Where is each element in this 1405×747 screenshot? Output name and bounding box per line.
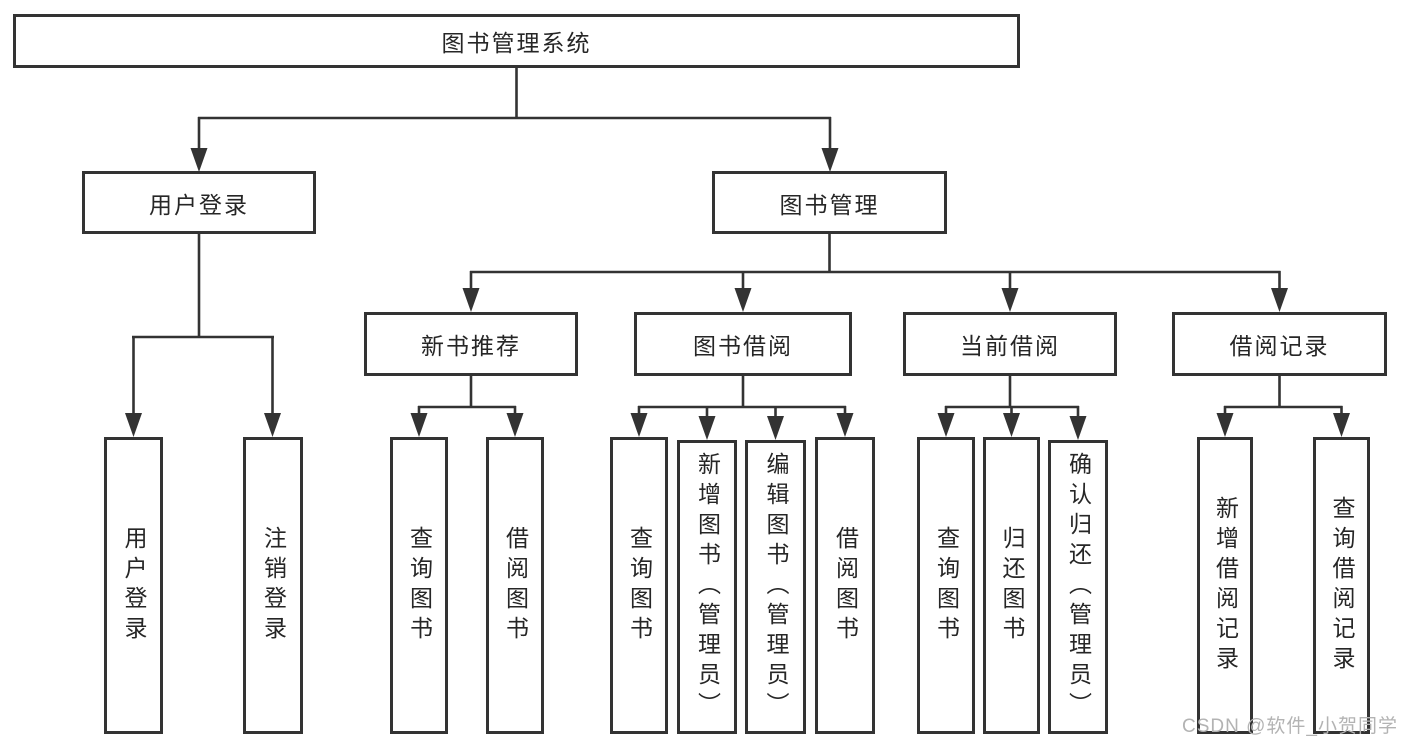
node-user-login: 用户登录	[82, 171, 316, 234]
node-leaf-add-books-admin: 新增图书（管理员）	[677, 440, 737, 734]
arrow-down-icon	[836, 413, 854, 437]
node-label: 新增图书（管理员）	[694, 452, 721, 722]
arrow-down-icon	[698, 416, 716, 440]
node-leaf-user-login: 用户登录	[104, 437, 163, 734]
node-book-borrow: 图书借阅	[634, 312, 852, 376]
arrow-down-icon	[1001, 288, 1019, 312]
node-leaf-borrow-books-1: 借阅图书	[486, 437, 544, 734]
node-label: 借阅图书	[502, 525, 529, 646]
node-leaf-query-books-3: 查询图书	[917, 437, 975, 734]
node-book-management: 图书管理	[712, 171, 947, 234]
node-leaf-edit-books-admin: 编辑图书（管理员）	[745, 440, 806, 734]
node-leaf-query-borrow-record: 查询借阅记录	[1313, 437, 1370, 734]
node-root: 图书管理系统	[13, 14, 1020, 68]
node-leaf-borrow-books-2: 借阅图书	[815, 437, 875, 734]
arrow-down-icon	[264, 413, 281, 437]
node-label: 注销登录	[260, 525, 287, 646]
arrow-down-icon	[1333, 413, 1350, 437]
node-label: 查询图书	[406, 525, 433, 646]
node-label: 用户登录	[121, 525, 147, 646]
node-current-borrow: 当前借阅	[903, 312, 1117, 376]
node-label: 归还图书	[999, 525, 1025, 646]
watermark: CSDN @软件_小贺同学	[1182, 716, 1398, 737]
node-leaf-logout: 注销登录	[243, 437, 303, 734]
edges-user-login	[125, 233, 281, 437]
arrow-down-icon	[630, 413, 648, 437]
node-label: 图书管理系统	[441, 30, 592, 56]
node-label: 新书推荐	[421, 333, 521, 359]
arrow-down-icon	[125, 413, 142, 437]
node-borrow-records: 借阅记录	[1172, 312, 1387, 376]
arrow-down-icon	[462, 288, 480, 312]
node-label: 确认归还（管理员）	[1065, 452, 1092, 722]
edges-root	[190, 68, 839, 172]
arrow-down-icon	[937, 413, 955, 437]
edges-new-book-recommend	[410, 375, 524, 437]
node-label: 图书借阅	[693, 333, 793, 359]
node-new-book-recommend: 新书推荐	[364, 312, 578, 376]
node-leaf-add-borrow-record: 新增借阅记录	[1197, 437, 1253, 734]
node-leaf-query-books-2: 查询图书	[610, 437, 668, 734]
edges-current-borrow	[937, 375, 1087, 440]
arrow-down-icon	[190, 148, 208, 172]
node-label: 查询图书	[933, 525, 960, 646]
arrow-down-icon	[410, 413, 428, 437]
arrow-down-icon	[1216, 413, 1234, 437]
node-label: 借阅记录	[1229, 333, 1330, 359]
arrow-down-icon	[1069, 416, 1087, 440]
arrow-down-icon	[734, 288, 752, 312]
node-leaf-return-books: 归还图书	[983, 437, 1040, 734]
edges-borrow-records	[1216, 375, 1350, 437]
node-label: 查询借阅记录	[1329, 495, 1355, 676]
arrow-down-icon	[1271, 288, 1288, 312]
node-label: 图书管理	[779, 191, 880, 218]
arrow-down-icon	[1003, 413, 1020, 437]
node-label: 当前借阅	[960, 333, 1060, 359]
node-label: 借阅图书	[832, 525, 859, 646]
node-label: 编辑图书（管理员）	[763, 452, 789, 722]
edges-book-management	[462, 233, 1288, 312]
arrow-down-icon	[821, 148, 839, 172]
arrow-down-icon	[506, 413, 524, 437]
arrow-down-icon	[767, 416, 784, 440]
node-leaf-confirm-return-admin: 确认归还（管理员）	[1048, 440, 1108, 734]
node-label: 新增借阅记录	[1212, 495, 1239, 676]
node-leaf-query-books-1: 查询图书	[390, 437, 448, 734]
node-label: 查询图书	[626, 525, 653, 646]
node-label: 用户登录	[149, 191, 249, 218]
edges-book-borrow	[630, 375, 854, 440]
